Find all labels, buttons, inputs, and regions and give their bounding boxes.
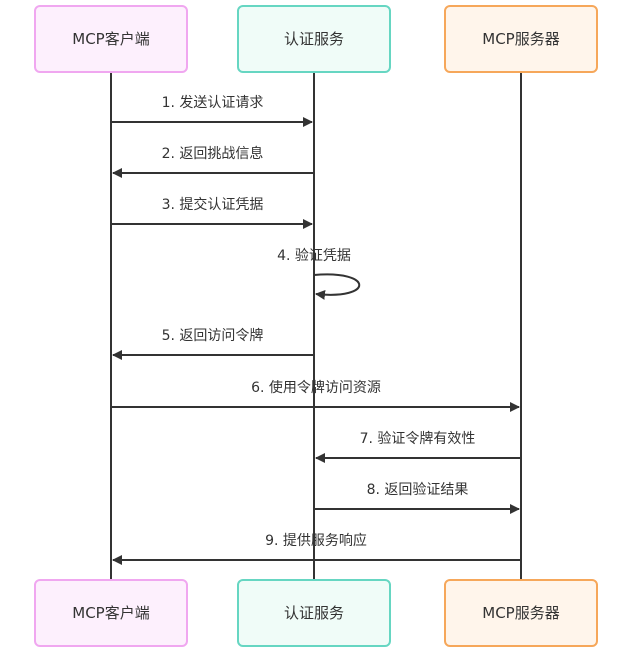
- actor-label: MCP客户端: [72, 30, 149, 48]
- message-1: 1. 发送认证请求: [111, 95, 313, 127]
- actor-label: MCP服务器: [482, 604, 559, 622]
- actor-client-bottom: MCP客户端: [34, 579, 188, 647]
- actor-label: MCP服务器: [482, 30, 559, 48]
- actor-server-bottom: MCP服务器: [444, 579, 598, 647]
- actors-top: MCP客户端 认证服务 MCP服务器: [34, 5, 598, 73]
- lifelines: [110, 72, 522, 580]
- actor-box: [237, 5, 391, 73]
- actor-box: [444, 579, 598, 647]
- actor-auth-bottom: 认证服务: [237, 579, 391, 647]
- actor-box: [444, 5, 598, 73]
- message-label: 1. 发送认证请求: [162, 95, 264, 111]
- message-label: 7. 验证令牌有效性: [360, 430, 476, 447]
- message-6: 6. 使用令牌访问资源: [111, 379, 520, 412]
- actor-label: 认证服务: [284, 30, 344, 48]
- message-8: 8. 返回验证结果: [314, 482, 520, 514]
- actor-auth-top: 认证服务: [237, 5, 391, 73]
- actor-box: [34, 579, 188, 647]
- actor-client-top: MCP客户端: [34, 5, 188, 73]
- actor-box: [34, 5, 188, 73]
- message-2: 2. 返回挑战信息: [112, 145, 314, 178]
- message-label: 8. 返回验证结果: [367, 482, 469, 498]
- message-label: 4. 验证凭据: [277, 248, 351, 264]
- messages: 1. 发送认证请求 2. 返回挑战信息 3. 提交认证凭据 4. 验证凭据 5. 返回访…: [111, 95, 521, 565]
- message-arrow: [313, 273, 361, 300]
- actors-bottom: MCP客户端 认证服务 MCP服务器: [34, 579, 598, 647]
- message-label: 6. 使用令牌访问资源: [251, 379, 381, 396]
- message-label: 2. 返回挑战信息: [162, 145, 264, 162]
- message-label: 5. 返回访问令牌: [162, 327, 264, 344]
- actor-server-top: MCP服务器: [444, 5, 598, 73]
- message-9: 9. 提供服务响应: [112, 532, 521, 565]
- actor-label: 认证服务: [284, 604, 344, 622]
- message-5: 5. 返回访问令牌: [112, 327, 314, 360]
- actor-label: MCP客户端: [72, 604, 149, 622]
- actor-box: [237, 579, 391, 647]
- message-7: 7. 验证令牌有效性: [315, 430, 521, 463]
- message-label: 9. 提供服务响应: [265, 532, 367, 549]
- message-4: 4. 验证凭据: [277, 248, 361, 300]
- message-label: 3. 提交认证凭据: [162, 196, 264, 213]
- message-3: 3. 提交认证凭据: [111, 196, 313, 229]
